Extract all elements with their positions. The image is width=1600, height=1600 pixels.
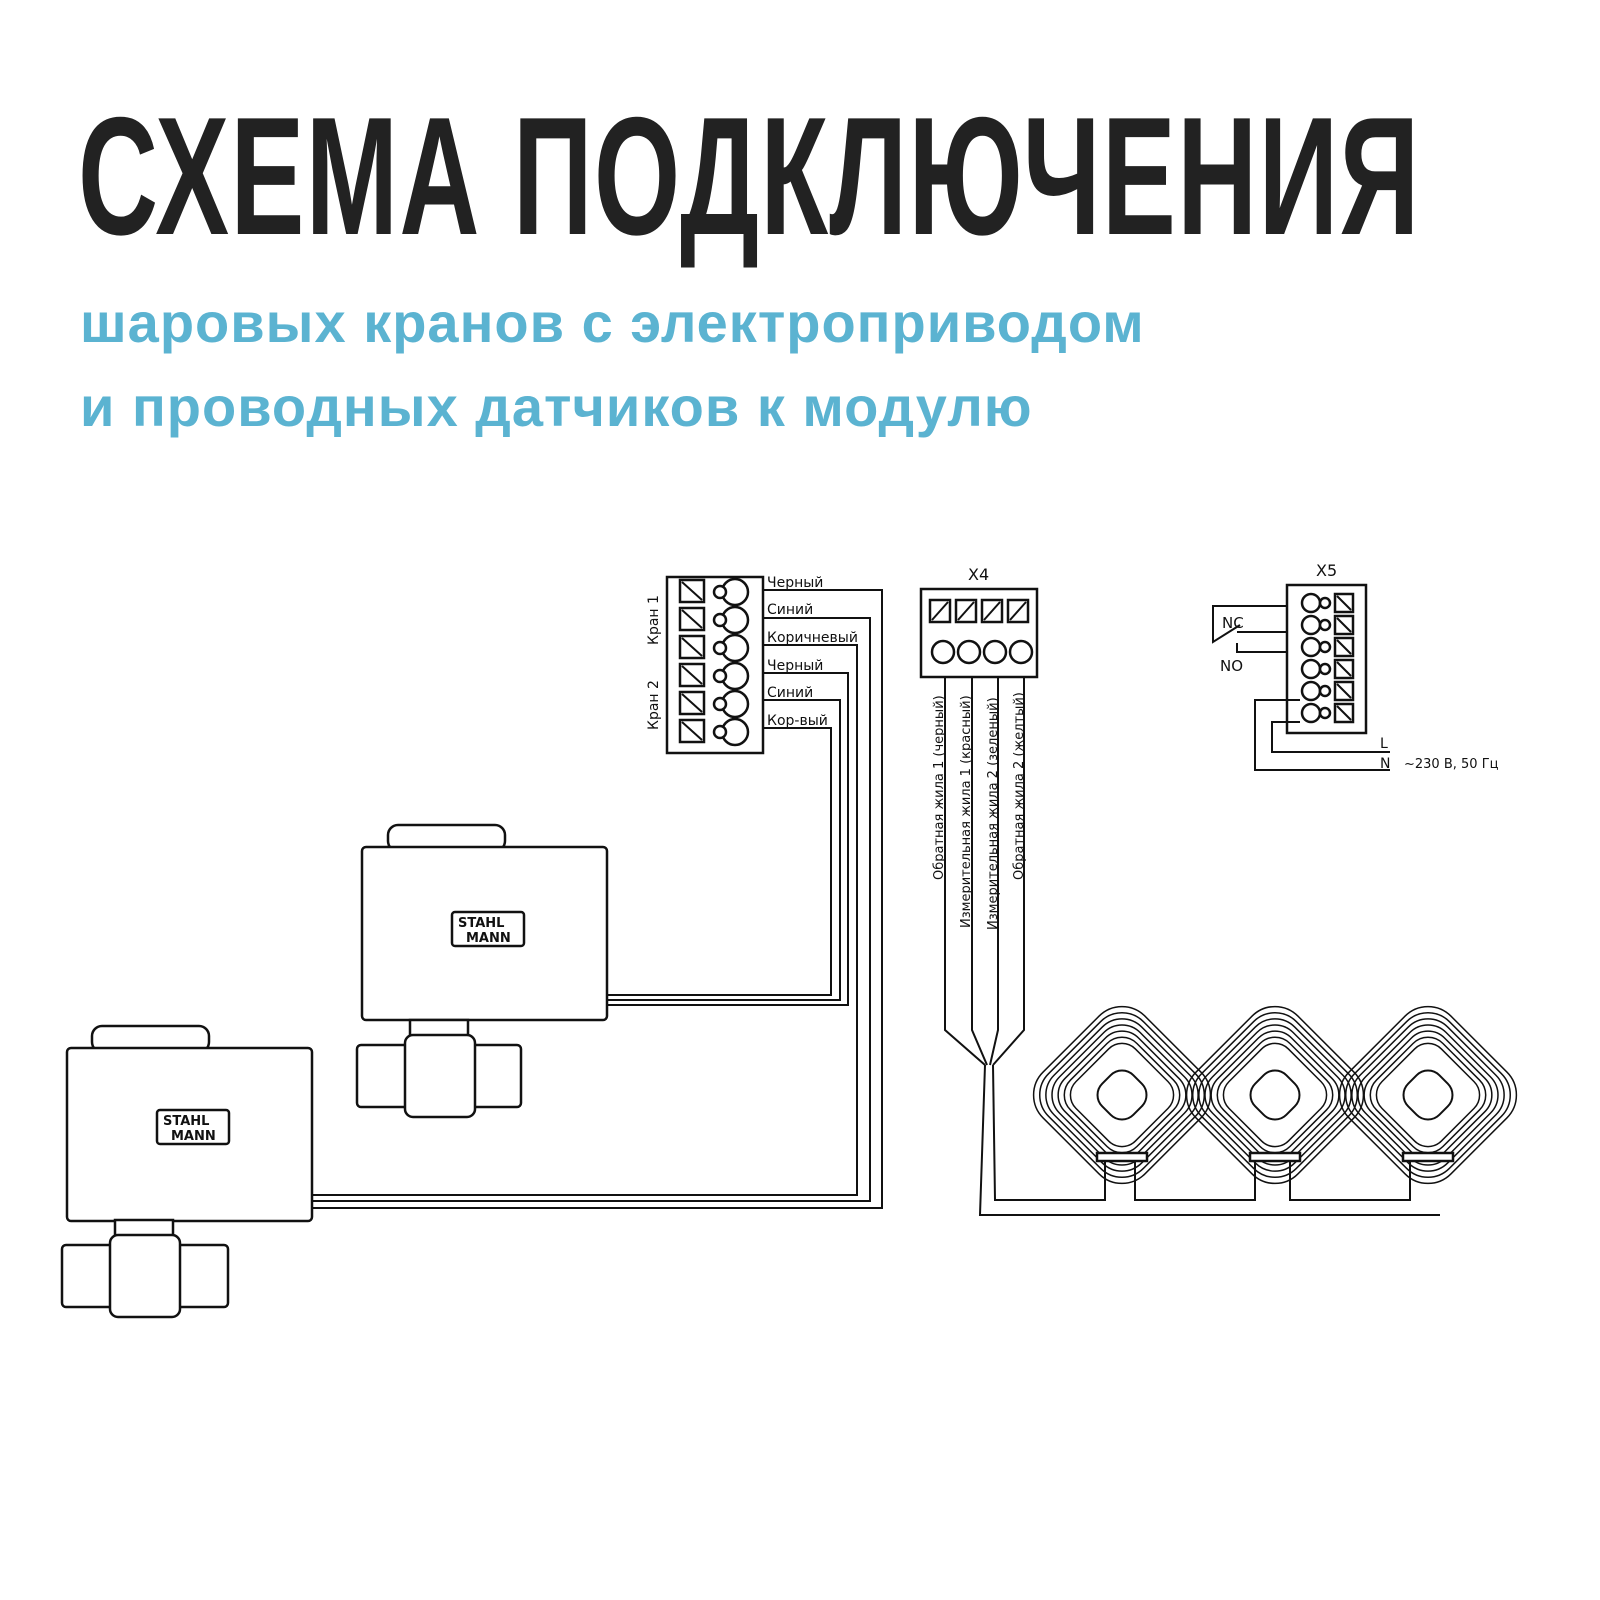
terminal-lever — [1300, 658, 1322, 680]
x4-wire-label: Обратная жила 1 (черный) — [932, 695, 947, 880]
group-label-kran1: Кран 1 — [646, 595, 662, 645]
terminal-lever — [1300, 702, 1322, 724]
terminal-lever — [1300, 636, 1322, 658]
terminal-lever — [982, 639, 1008, 665]
terminal-lever — [956, 639, 982, 665]
wire-label: Черный — [767, 575, 823, 591]
terminal-x5: X5 NC NO L N ~230 В, 50 Гц — [1212, 561, 1499, 772]
terminal-lever — [1300, 614, 1322, 636]
terminal-lever — [930, 639, 956, 665]
wire-label: Кор-вый — [767, 713, 828, 729]
terminal-lever — [1300, 680, 1322, 702]
wire-label: Черный — [767, 658, 823, 674]
subtitle-line-2: и проводных датчиков к модулю — [80, 375, 1033, 438]
no-label: NO — [1220, 657, 1243, 675]
water-sensors — [1032, 1005, 1518, 1185]
terminal-lever — [1008, 639, 1034, 665]
terminal-lever — [1300, 592, 1322, 614]
x4-wire-label: Измерительная жила 1 (красный) — [959, 695, 974, 928]
wire-label: Коричневый — [767, 630, 858, 646]
x4-label: X4 — [968, 565, 989, 584]
svg-text:MANN: MANN — [171, 1129, 216, 1144]
l-label: L — [1380, 736, 1388, 752]
valve-wires — [312, 589, 883, 1209]
water-leak-sensor — [1185, 1005, 1365, 1185]
nc-label: NC — [1222, 614, 1244, 632]
svg-text:STAHL: STAHL — [458, 916, 504, 931]
x5-label: X5 — [1316, 561, 1337, 580]
water-leak-sensor — [1032, 1005, 1212, 1185]
svg-text:STAHL: STAHL — [163, 1114, 209, 1129]
subtitle-line-1: шаровых кранов с электроприводом — [80, 291, 1145, 354]
wire-label: Синий — [767, 602, 813, 618]
wire-label: Синий — [767, 685, 813, 701]
water-leak-sensor — [1338, 1005, 1518, 1185]
valve-terminal-block: Кран 1 Кран 2 Черный Синий Коричневый Че… — [646, 575, 858, 755]
page-title: СХЕМА ПОДКЛЮЧЕНИЯ — [78, 82, 1421, 270]
group-label-kran2: Кран 2 — [646, 680, 662, 730]
n-label: N — [1380, 756, 1390, 772]
svg-text:MANN: MANN — [466, 931, 511, 946]
power-label: ~230 В, 50 Гц — [1404, 757, 1499, 772]
